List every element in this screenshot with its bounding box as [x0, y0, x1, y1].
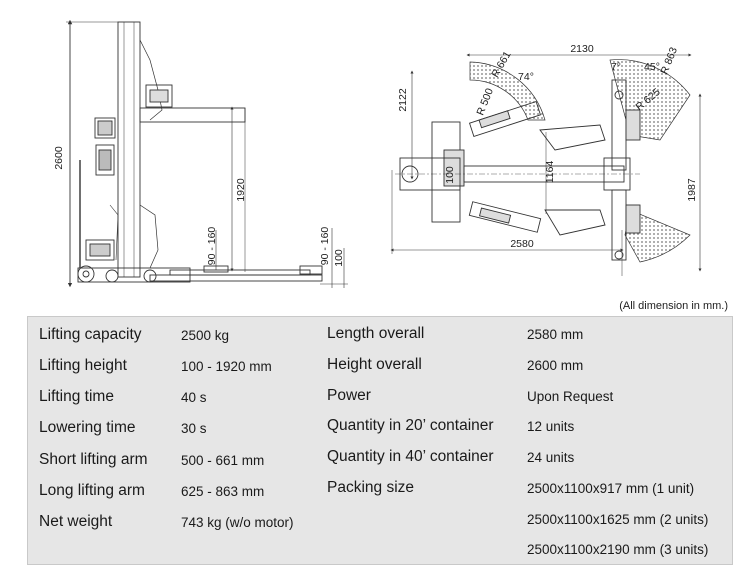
spec-value: 625 - 863 mm [181, 484, 265, 499]
side-view [66, 19, 348, 288]
spec-value: 2500 kg [181, 328, 230, 343]
spec-value: 100 - 1920 mm [181, 359, 272, 374]
dim-lift-height: 1920 [235, 178, 247, 202]
spec-value: 500 - 661 mm [181, 453, 265, 468]
spec-label: Length overall [327, 325, 425, 342]
spec-label: Lifting capacity [39, 326, 142, 343]
top-view [390, 53, 702, 276]
spec-label: Height overall [327, 356, 422, 373]
dim-arm-gap-right: 90 - 160 [319, 227, 331, 266]
spec-value: 24 units [527, 450, 575, 465]
spec-label: Lifting time [39, 388, 114, 405]
spec-value: 2500x1100x917 mm (1 unit) [527, 481, 695, 496]
spec-label: Lowering time [39, 419, 136, 436]
spec-value: Upon Request [527, 389, 614, 404]
spec-value: 743 kg (w/o motor) [181, 515, 294, 530]
spec-label: Net weight [39, 513, 113, 530]
dim-side: 1987 [686, 178, 698, 202]
spec-value: 2580 mm [527, 327, 584, 342]
dim-long-radius-max: R 863 [658, 45, 680, 76]
dim-pad: 100 [444, 166, 456, 184]
spec-value: 12 units [527, 419, 575, 434]
spec-panel: Lifting capacity 2500 kg Lifting height … [27, 316, 733, 565]
spec-label: Quantity in 40’ container [327, 448, 494, 465]
side-view-dimension-labels: 2600 1920 90 - 160 90 - 160 100 [53, 146, 345, 267]
dimension-note: (All dimension in mm.) [619, 300, 728, 312]
dim-length: 2580 [510, 238, 534, 250]
spec-label: Packing size [327, 479, 415, 496]
dim-center: 1164 [544, 161, 556, 184]
spec-label: Power [327, 387, 371, 404]
dim-base: 100 [333, 249, 345, 267]
dim-angle-small: 7° [611, 61, 621, 73]
technical-drawing: 2600 1920 90 - 160 90 - 160 100 [53, 19, 702, 288]
spec-value-packing-3: 2500x1100x2190 mm (3 units) [527, 542, 709, 557]
dim-short-radius-min: R 500 [474, 86, 496, 117]
dim-arm-gap-left: 90 - 160 [206, 227, 218, 266]
dim-angle-long: 45° [644, 61, 660, 73]
dim-height-overall: 2600 [53, 146, 65, 170]
spec-label: Quantity in 20’ container [327, 417, 494, 434]
spec-value: 40 s [181, 390, 207, 405]
spec-value-packing-2: 2500x1100x1625 mm (2 units) [527, 512, 709, 527]
spec-label: Short lifting arm [39, 451, 148, 468]
spec-label: Long lifting arm [39, 482, 145, 499]
dim-width: 2130 [570, 43, 594, 55]
dim-depth: 2122 [397, 88, 409, 112]
spec-label: Lifting height [39, 357, 127, 374]
spec-value: 2600 mm [527, 358, 584, 373]
dim-angle-short: 74° [518, 71, 534, 83]
spec-value: 30 s [181, 421, 207, 436]
